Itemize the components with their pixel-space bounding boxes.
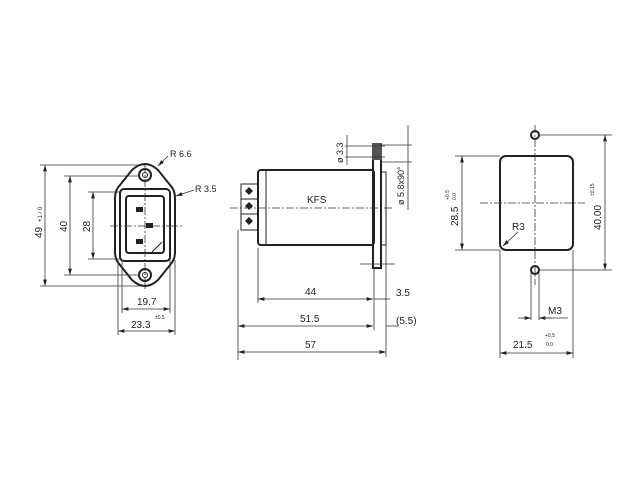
terminal-block (240, 183, 259, 231)
dim-40-00: 40.00 (593, 205, 604, 230)
radius-r3: R3 (512, 222, 525, 233)
dim-28-5-tol-lower: 0.0 (452, 193, 458, 200)
dim-dia-5-8: ø 5.8x90° (396, 166, 406, 205)
pin-bottom (136, 239, 143, 244)
front-view: 49 +1 / 0 40 28 19.7 23.3 ±0.5 R 6.6 R 3… (34, 149, 217, 335)
dim-57: 57 (305, 340, 317, 351)
dim-28-5-tol-upper: +0.5 (445, 190, 451, 200)
dim-49-tol: +1 / 0 (38, 206, 44, 222)
pin-top (136, 207, 143, 212)
dim-51-5: 51.5 (300, 314, 320, 325)
dim-23-3: 23.3 (131, 320, 151, 331)
dim-21-5-tol-lower: 0.0 (546, 342, 553, 348)
model-label: KFS (307, 195, 327, 206)
dim-23-3-tol: ±0.5 (155, 315, 165, 321)
thread-m3: M3 (548, 306, 562, 317)
dim-5-5-ref: (5.5) (396, 316, 417, 327)
dim-40: 40 (59, 220, 70, 232)
radius-6-6: R 6.6 (170, 149, 192, 159)
terminal-screw-icon (245, 187, 253, 225)
dim-49: 49 (34, 226, 45, 238)
flange-outline (114, 163, 176, 287)
dim-19-7: 19.7 (137, 297, 157, 308)
radius-3-5: R 3.5 (195, 184, 217, 194)
dim-28: 28 (82, 220, 93, 232)
dim-28-5: 28.5 (450, 206, 461, 226)
side-view: KFS ø 3.3 ø 5.8x90° 44 3.5 51.5 (5.5) 57 (230, 125, 417, 360)
dim-21-5-tol-upper: +0.5 (545, 333, 555, 339)
countersink (372, 143, 382, 160)
pin-earth (146, 223, 153, 228)
dim-3-5: 3.5 (396, 288, 410, 299)
dim-40-00-tol: ±0.15 (590, 183, 596, 196)
dim-21-5: 21.5 (513, 340, 533, 351)
dim-44: 44 (305, 287, 317, 298)
dim-dia-3-3: ø 3.3 (335, 142, 345, 163)
filter-body (257, 169, 375, 246)
panel-cutout-view: 28.5 +0.5 0.0 40.00 ±0.15 R3 M3 21.5 +0.… (445, 125, 612, 358)
